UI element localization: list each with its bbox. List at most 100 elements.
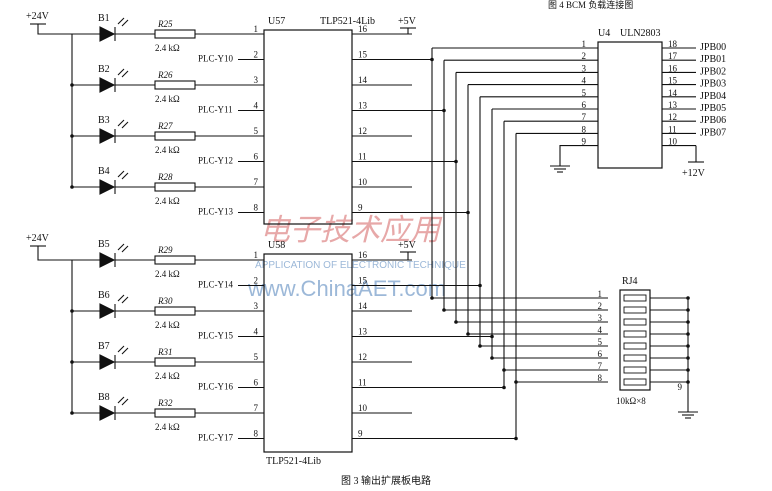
ground-wire bbox=[559, 145, 568, 166]
pin-number: 14 bbox=[358, 301, 368, 311]
led-ray bbox=[117, 170, 125, 178]
resistor-value: 2.4 kΩ bbox=[155, 269, 180, 279]
junction-dot bbox=[70, 185, 74, 189]
junction-dot bbox=[466, 210, 470, 215]
pin-number: 13 bbox=[358, 327, 368, 337]
led-label: B3 bbox=[98, 115, 110, 126]
resistor bbox=[154, 29, 196, 39]
resistor bbox=[154, 80, 196, 90]
led-ray bbox=[117, 294, 125, 302]
pin-number: 12 bbox=[358, 126, 367, 136]
rj-ground bbox=[678, 411, 698, 419]
pin-number: 15 bbox=[358, 50, 368, 60]
junction-dot bbox=[70, 411, 74, 415]
led-triangle bbox=[99, 252, 116, 268]
junction-dot bbox=[442, 308, 446, 312]
uln-output-label: JPB05 bbox=[700, 103, 726, 114]
pin-number: 9 bbox=[358, 203, 363, 213]
led-triangle bbox=[99, 26, 116, 42]
resistor-label: R26 bbox=[157, 70, 173, 80]
pin-number: 8 bbox=[598, 373, 603, 383]
resistor-value: 2.4 kΩ bbox=[155, 196, 180, 206]
pin-number: 4 bbox=[254, 101, 259, 111]
resistor bbox=[154, 306, 196, 316]
rj-element bbox=[623, 378, 647, 386]
led bbox=[99, 345, 129, 370]
wires bbox=[30, 23, 704, 440]
pin-number: 10 bbox=[358, 177, 368, 187]
resistor-label: R32 bbox=[157, 398, 173, 408]
signal-label: PLC-Y14 bbox=[198, 280, 234, 290]
junction-dot bbox=[686, 344, 690, 348]
resistor-label: R31 bbox=[157, 347, 173, 357]
junction-dot bbox=[686, 296, 690, 300]
resistor bbox=[154, 131, 196, 141]
opto-part: TLP521-4Lib bbox=[266, 456, 321, 467]
signal-label: PLC-Y17 bbox=[198, 433, 234, 443]
junction-dot bbox=[686, 320, 690, 324]
led-ray bbox=[117, 17, 125, 25]
led-ray bbox=[117, 119, 125, 127]
signal-label: PLC-Y15 bbox=[198, 331, 234, 341]
supply-label: +24V bbox=[26, 233, 50, 244]
header-caption: 图 4 BCM 负载连接图 bbox=[548, 0, 633, 10]
pin-number: 16 bbox=[358, 250, 368, 260]
pin-number: 4 bbox=[254, 327, 259, 337]
pin-number: 2 bbox=[582, 51, 587, 61]
junction-dot bbox=[514, 380, 518, 384]
signal-label: PLC-Y12 bbox=[198, 156, 233, 166]
rj-body bbox=[619, 289, 651, 391]
junction-dot bbox=[502, 385, 506, 390]
led-triangle bbox=[99, 179, 116, 195]
uln-part: ULN2803 bbox=[620, 28, 661, 39]
uln-output-label: JPB07 bbox=[700, 127, 726, 138]
junction-dot bbox=[686, 332, 690, 336]
led bbox=[99, 170, 129, 195]
resistor-value: 2.4 kΩ bbox=[155, 43, 180, 53]
led-triangle bbox=[99, 303, 116, 319]
junction-dot bbox=[686, 356, 690, 360]
resistor bbox=[154, 255, 196, 265]
pin-number: 7 bbox=[598, 361, 603, 371]
rj-element bbox=[623, 342, 647, 350]
led-ray bbox=[121, 172, 129, 180]
led-ray bbox=[121, 398, 129, 406]
led bbox=[99, 243, 129, 268]
led-ray bbox=[121, 245, 129, 253]
pin-number: 11 bbox=[358, 152, 367, 162]
junction-dot bbox=[70, 83, 74, 87]
resistor-label: R30 bbox=[157, 296, 173, 306]
pin-number: 11 bbox=[668, 124, 677, 134]
junction-dot bbox=[430, 296, 434, 300]
watermark-site: www.ChinaAET.com bbox=[247, 276, 446, 301]
pin-number: 1 bbox=[254, 24, 259, 34]
uln-output-label: JPB04 bbox=[700, 91, 726, 102]
junction-dot bbox=[478, 283, 482, 288]
led bbox=[99, 396, 129, 421]
pin-number: 6 bbox=[582, 100, 587, 110]
pin-number: 10 bbox=[668, 137, 678, 147]
pin-number: 3 bbox=[254, 75, 259, 85]
pin-number: 10 bbox=[358, 403, 368, 413]
signal-label: PLC-Y10 bbox=[198, 54, 234, 64]
pin-number: 18 bbox=[668, 39, 678, 49]
pin-number: 17 bbox=[668, 51, 678, 61]
junction-dot bbox=[70, 134, 74, 138]
led-label: B1 bbox=[98, 13, 110, 24]
led bbox=[99, 68, 129, 93]
opto-ref: U57 bbox=[268, 16, 285, 27]
pin-number: 4 bbox=[598, 325, 603, 335]
pin-number: 2 bbox=[254, 50, 259, 60]
resistor bbox=[154, 182, 196, 192]
junction-dot bbox=[490, 356, 494, 360]
uln-ref: U4 bbox=[598, 28, 610, 39]
rj-value: 10kΩ×8 bbox=[616, 396, 646, 406]
pin-number: 7 bbox=[254, 403, 259, 413]
resistor-label: R25 bbox=[157, 19, 173, 29]
signal-label: PLC-Y13 bbox=[198, 207, 234, 217]
resistor bbox=[154, 357, 196, 367]
signal-label: PLC-Y16 bbox=[198, 382, 234, 392]
pin-number: 9 bbox=[582, 137, 587, 147]
led-ray bbox=[121, 70, 129, 78]
pin-number: 4 bbox=[582, 76, 587, 86]
